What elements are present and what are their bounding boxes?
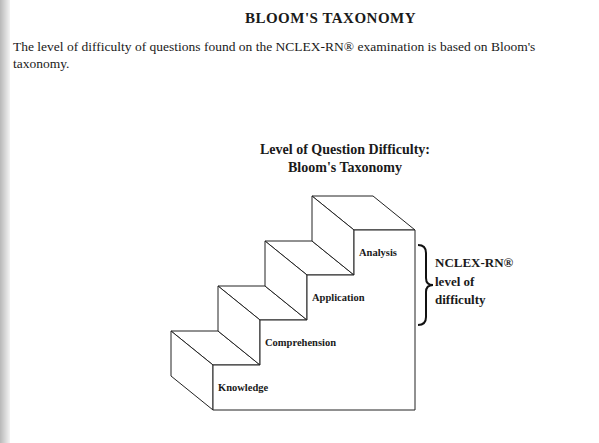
step-riser — [312, 196, 354, 275]
step-riser — [265, 241, 307, 320]
step-label: Analysis — [359, 247, 397, 258]
step-riser — [218, 286, 260, 365]
stair-step: Knowledge — [213, 365, 415, 410]
curly-bracket — [418, 245, 433, 325]
step-label: Comprehension — [265, 337, 336, 348]
staircase-profile — [213, 230, 415, 410]
intro-paragraph: The level of difficulty of questions fou… — [13, 38, 593, 72]
stair-step: Application — [307, 275, 415, 320]
stair-step: Comprehension — [260, 320, 415, 365]
stair-step: Analysis — [354, 230, 415, 275]
scan-shadow — [0, 0, 10, 443]
diagram-heading: Level of Question Difficulty: Bloom's Ta… — [238, 141, 452, 177]
step-label: Application — [312, 292, 365, 303]
step-label: Knowledge — [218, 382, 268, 393]
page-title: BLOOM'S TAXONOMY — [0, 10, 599, 27]
bracket-label: NCLEX-RN® level of difficulty — [435, 254, 525, 310]
step-riser — [171, 331, 213, 410]
